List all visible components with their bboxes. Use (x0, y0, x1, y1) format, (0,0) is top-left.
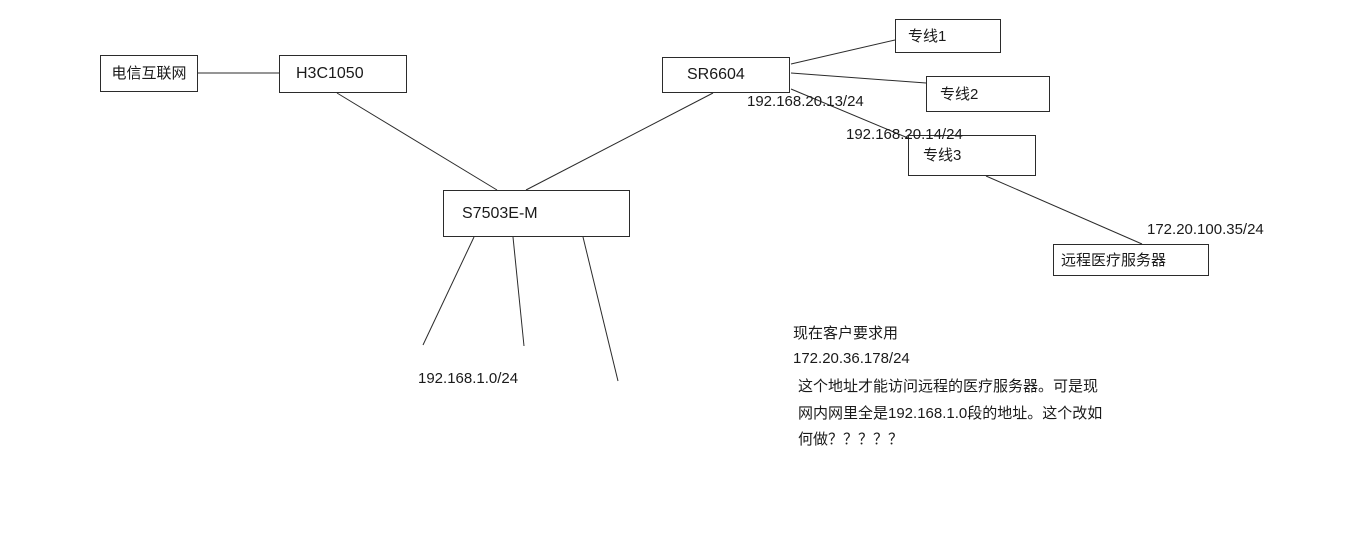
ip-label-sr6604-wan1: 192.168.20.13/24 (747, 93, 864, 110)
node-s7503em-label: S7503E-M (462, 204, 538, 222)
edge-sr6604-s7503em (525, 92, 714, 191)
node-s7503em: S7503E-M (443, 190, 630, 237)
node-telecom-internet: 电信互联网 (100, 55, 198, 92)
note-line-4: 网内网里全是192.168.1.0段的地址。这个改如 (798, 405, 1103, 422)
node-h3c1050: H3C1050 (279, 55, 407, 93)
note-line-1: 现在客户要求用 (793, 325, 899, 342)
node-sr6604-label: SR6604 (687, 66, 745, 83)
node-telecom-internet-label: 电信互联网 (111, 65, 187, 82)
node-leased-line-2-label: 专线2 (940, 85, 979, 103)
node-remote-medical-server: 远程医疗服务器 (1053, 244, 1209, 276)
node-leased-line-1-label: 专线1 (908, 27, 947, 45)
edge-sr6604-leased-line-3 (790, 88, 909, 139)
node-leased-line-3-label: 专线3 (923, 147, 962, 164)
ip-label-remote-server: 172.20.100.35/24 (1147, 221, 1264, 238)
note-line-3: 这个地址才能访问远程的医疗服务器。可是现 (798, 378, 1099, 395)
edge-leased-line-3-remote-server (985, 175, 1143, 245)
node-sr6604: SR6604 (662, 57, 790, 93)
node-remote-medical-server-label: 远程医疗服务器 (1061, 251, 1167, 269)
note-line-2: 172.20.36.178/24 (793, 350, 910, 367)
ip-label-lan-segment: 192.168.1.0/24 (418, 370, 519, 387)
node-leased-line-2: 专线2 (926, 76, 1050, 112)
node-leased-line-3: 专线3 (908, 135, 1036, 176)
edge-h3c1050-s7503em (336, 92, 498, 191)
edge-sr6604-leased-line-2 (790, 72, 927, 84)
node-h3c1050-label: H3C1050 (296, 65, 364, 82)
edge-s7503em-lan-drop-1 (422, 236, 475, 346)
edge-s7503em-lan-drop-3 (582, 236, 619, 382)
edge-s7503em-lan-drop-2 (512, 236, 525, 347)
ip-label-sr6604-wan2: 192.168.20.14/24 (846, 126, 963, 143)
note-line-5: 何做？？？？？ (798, 431, 904, 448)
node-leased-line-1: 专线1 (895, 19, 1001, 53)
edge-sr6604-leased-line-1 (790, 39, 896, 65)
